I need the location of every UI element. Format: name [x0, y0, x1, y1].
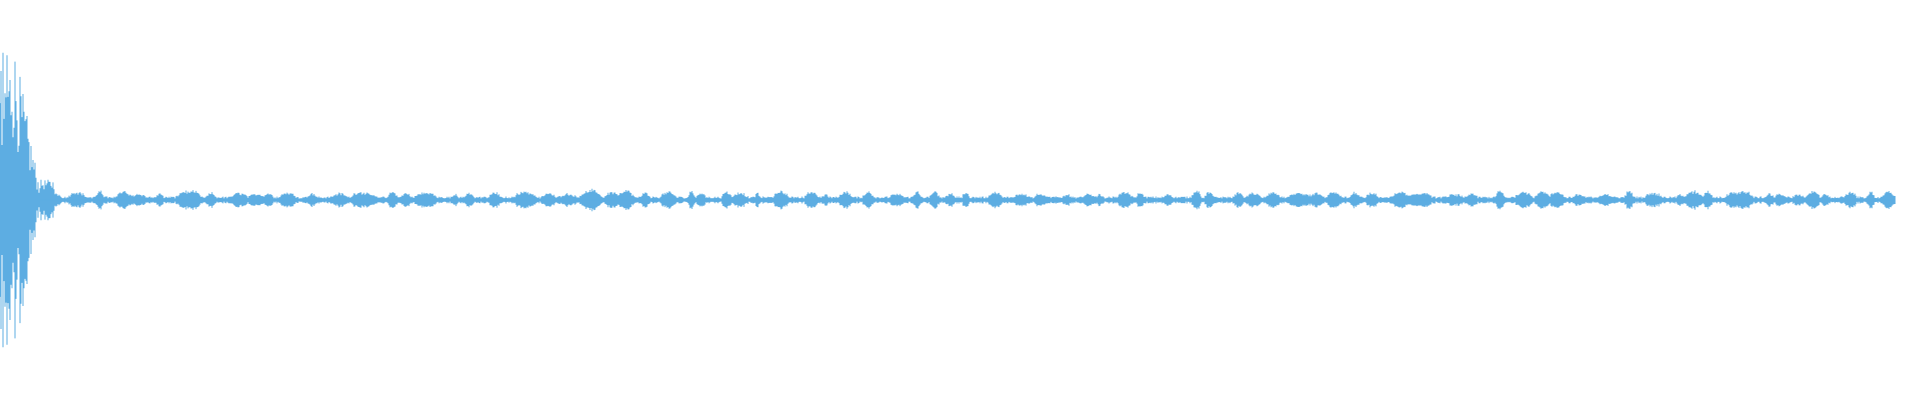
waveform-bars [0, 52, 1896, 348]
